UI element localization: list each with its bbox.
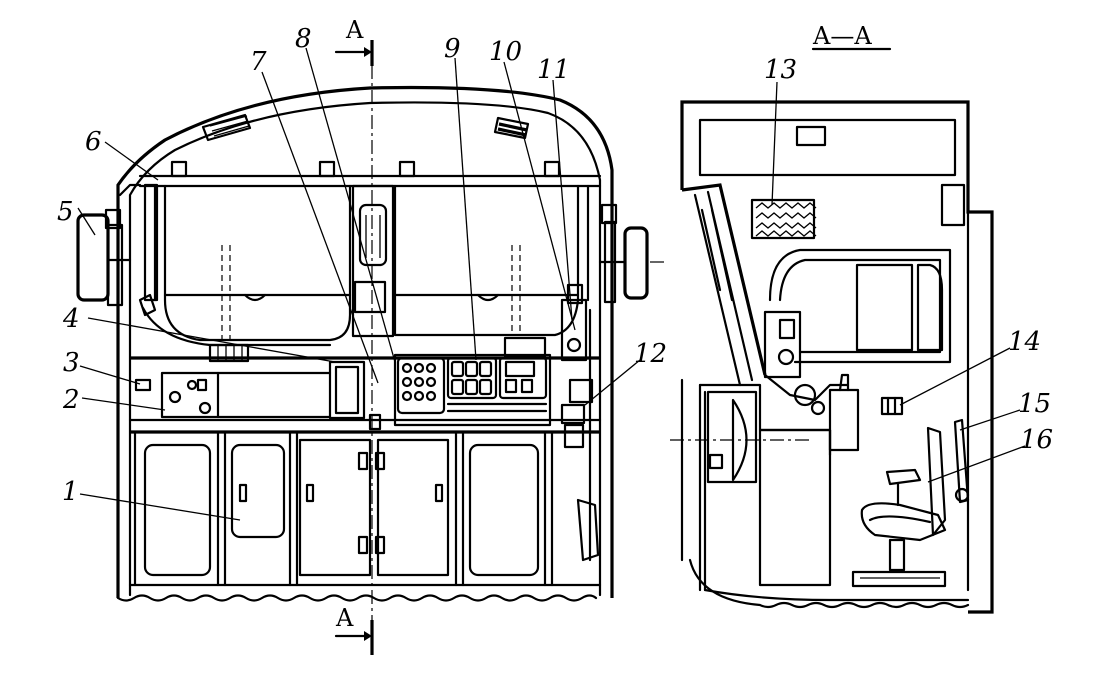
roof-box (698, 118, 957, 177)
rail-bracket (543, 160, 561, 178)
callout-6: 6 (85, 127, 102, 157)
windshield-right (393, 184, 580, 337)
section-title: A—A (812, 22, 872, 50)
ceiling-vent-grille (750, 198, 817, 240)
desk-panel-curve (731, 398, 748, 482)
front-bottom-edge (116, 594, 598, 602)
callout-9: 9 (444, 34, 461, 64)
side-window-frame (768, 248, 952, 364)
left-console (134, 360, 366, 420)
cab-outer-shell (116, 85, 614, 598)
windshield-left (163, 184, 352, 342)
driver-seat (851, 426, 947, 588)
center-lamp (358, 203, 388, 267)
right-side-mirror (598, 203, 649, 304)
callout-14: 14 (1008, 327, 1041, 357)
front-view (76, 40, 668, 655)
brake-valve (828, 388, 860, 452)
callout-11: 11 (537, 55, 570, 85)
callout-7: 7 (250, 47, 267, 77)
callout-10: 10 (489, 37, 522, 67)
section-marker-bottom: A (335, 604, 354, 632)
lower-cabinets (128, 413, 602, 587)
callout-12: 12 (634, 339, 667, 369)
cab-inner-shell (128, 101, 602, 597)
leader-lines (77, 47, 1026, 521)
visor-clip (243, 293, 267, 302)
callout-8: 8 (295, 24, 312, 54)
rail-bracket (170, 160, 188, 178)
side-window-pane (855, 263, 914, 352)
visor-clip (476, 293, 500, 302)
section-marker-top: A (345, 16, 364, 44)
callout-15: 15 (1018, 389, 1051, 419)
callout-4: 4 (62, 304, 80, 334)
callout-13: 13 (764, 55, 797, 85)
callout-2: 2 (62, 385, 80, 415)
callout-labels: 1 2 3 4 5 6 7 8 9 10 11 12 13 14 15 16 (57, 24, 1053, 507)
section-marker-labels: A A A—A (335, 16, 872, 632)
rail-bracket (398, 160, 416, 178)
section-outer-wall (680, 100, 994, 614)
wiper-motor (208, 343, 250, 363)
callout-16: 16 (1020, 425, 1053, 455)
center-control-panel (393, 336, 552, 427)
front-windshield-section (681, 183, 767, 376)
callout-5: 5 (57, 197, 74, 227)
roof-light (795, 125, 827, 147)
section-view (670, 47, 994, 614)
small-switch-box (880, 396, 904, 416)
roof-vent-left (201, 113, 252, 142)
control-column (763, 310, 802, 379)
center-pillar (351, 184, 395, 338)
right-pillar-equipment (560, 283, 600, 562)
left-side-mirror (76, 183, 142, 307)
rail-bracket (318, 160, 336, 178)
desk-top (698, 383, 832, 457)
section-bottom-edge (688, 558, 970, 609)
callout-1: 1 (62, 477, 79, 507)
side-lever (953, 418, 970, 504)
callout-3: 3 (63, 348, 80, 378)
